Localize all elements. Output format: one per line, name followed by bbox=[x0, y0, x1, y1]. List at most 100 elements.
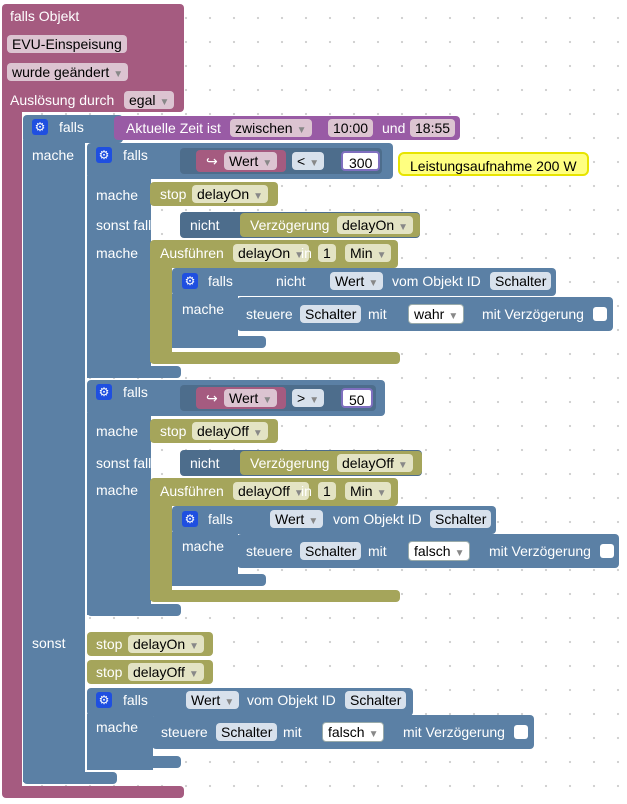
run-amount-field[interactable]: 1 bbox=[318, 482, 336, 500]
if-high-spine bbox=[87, 176, 151, 378]
elseif-high-label: sonst falls bbox=[96, 217, 159, 233]
set-value-dropdown[interactable]: wahr▼ bbox=[408, 304, 465, 324]
gear-icon[interactable]: ⚙ bbox=[96, 384, 112, 400]
set-object-field[interactable]: Schalter bbox=[300, 542, 362, 560]
trigger-type-dropdown[interactable]: egal▼ bbox=[124, 91, 175, 109]
stop-timer-dropdown[interactable]: delayOff▼ bbox=[128, 663, 204, 681]
inner-if-low-label: falls bbox=[208, 511, 233, 527]
gear-icon[interactable]: ⚙ bbox=[96, 147, 112, 163]
dropdown-arrow-icon: ▼ bbox=[376, 488, 387, 499]
else-if-footer bbox=[87, 756, 181, 768]
dropdown-arrow-icon: ▼ bbox=[189, 641, 200, 652]
operator-high-dropdown[interactable]: <▼ bbox=[292, 152, 325, 170]
inner-if-high-label: falls bbox=[208, 273, 233, 289]
inner-object-field[interactable]: Schalter bbox=[490, 272, 552, 290]
dropdown-arrow-icon: ▼ bbox=[448, 311, 459, 322]
dropdown-arrow-icon: ▼ bbox=[224, 697, 235, 708]
inner-value-dropdown[interactable]: Wert▼ bbox=[330, 272, 384, 290]
dropdown-arrow-icon: ▼ bbox=[294, 250, 305, 261]
checkbox-icon[interactable] bbox=[593, 307, 607, 321]
stop-label: stop bbox=[96, 664, 123, 680]
gear-icon[interactable]: ⚙ bbox=[182, 511, 198, 527]
run-after-footer-low bbox=[150, 590, 400, 602]
not-label: nicht bbox=[190, 455, 220, 471]
value-high-dropdown[interactable]: Wert▼ bbox=[224, 152, 278, 170]
checkbox-icon[interactable] bbox=[600, 544, 614, 558]
set-object-field[interactable]: Schalter bbox=[216, 723, 278, 741]
trigger-block-body bbox=[2, 100, 22, 796]
trigger-condition-dropdown[interactable]: wurde geändert▼ bbox=[7, 63, 129, 81]
run-label: Ausführen bbox=[160, 483, 224, 499]
if-low-spine bbox=[87, 413, 151, 615]
trigger-title: falls Objekt bbox=[10, 8, 80, 24]
stop-timer-value: delayOn bbox=[133, 636, 186, 652]
stop-timer-dropdown[interactable]: delayOn▼ bbox=[128, 635, 205, 653]
time-and-label: und bbox=[382, 120, 406, 136]
gear-icon[interactable]: ⚙ bbox=[96, 692, 112, 708]
if-high-footer bbox=[87, 366, 181, 378]
with-label: mit bbox=[368, 306, 387, 322]
else-do-label: mache bbox=[96, 719, 139, 735]
operator-low-dropdown[interactable]: >▼ bbox=[292, 389, 325, 407]
delay-timer-dropdown[interactable]: delayOff▼ bbox=[337, 454, 413, 472]
dropdown-arrow-icon: ▼ bbox=[188, 669, 199, 680]
time-to-field[interactable]: 18:55 bbox=[410, 119, 456, 137]
dropdown-arrow-icon: ▼ bbox=[397, 460, 408, 471]
stop-timer-value: delayOff bbox=[197, 423, 249, 439]
set-label: steuere bbox=[161, 724, 208, 740]
dropdown-arrow-icon: ▼ bbox=[113, 69, 124, 80]
stop-timer-dropdown[interactable]: delayOff▼ bbox=[192, 422, 268, 440]
if-low-label: falls bbox=[123, 384, 148, 400]
dropdown-arrow-icon: ▼ bbox=[308, 516, 319, 527]
if-low-do-label: mache bbox=[96, 423, 139, 439]
set-object-field[interactable]: Schalter bbox=[300, 305, 362, 323]
if-high-do2-label: mache bbox=[96, 245, 139, 261]
return-arrow-icon: ↪ bbox=[206, 390, 218, 406]
else-object-field[interactable]: Schalter bbox=[345, 691, 407, 709]
inner-value-label: Wert bbox=[335, 273, 365, 289]
else-value-label: Wert bbox=[191, 692, 221, 708]
time-mode-dropdown[interactable]: zwischen▼ bbox=[230, 119, 312, 137]
if-high-do-label: mache bbox=[96, 187, 139, 203]
set-value-label: falsch bbox=[328, 724, 365, 740]
stop-timer-dropdown[interactable]: delayOn▼ bbox=[192, 185, 269, 203]
run-unit-dropdown[interactable]: Min▼ bbox=[345, 482, 392, 500]
run-timer-dropdown[interactable]: delayOn▼ bbox=[233, 244, 310, 262]
delay-timer-dropdown[interactable]: delayOn▼ bbox=[337, 216, 414, 234]
value-low-label: Wert bbox=[229, 390, 259, 406]
set-value-dropdown[interactable]: falsch▼ bbox=[322, 722, 385, 742]
set-label: steuere bbox=[246, 543, 293, 559]
threshold-high-field[interactable]: 300 bbox=[341, 151, 381, 171]
trigger-block-footer bbox=[2, 786, 184, 798]
run-unit-dropdown[interactable]: Min▼ bbox=[345, 244, 392, 262]
elseif-low-label: sonst falls bbox=[96, 455, 159, 471]
gear-icon[interactable]: ⚙ bbox=[32, 119, 48, 135]
time-from-field[interactable]: 10:00 bbox=[328, 119, 374, 137]
value-low-dropdown[interactable]: Wert▼ bbox=[224, 389, 278, 407]
trigger-object-field[interactable]: EVU-Einspeisung bbox=[7, 35, 127, 53]
stop-label: stop bbox=[96, 636, 123, 652]
run-label: Ausführen bbox=[160, 245, 224, 261]
delay-flag-label: mit Verzögerung bbox=[403, 724, 505, 740]
set-label: steuere bbox=[246, 306, 293, 322]
run-timer-dropdown[interactable]: delayOff▼ bbox=[233, 482, 309, 500]
set-value-label: wahr bbox=[414, 306, 445, 322]
inner-value-dropdown[interactable]: Wert▼ bbox=[270, 510, 324, 528]
operator-high-value: < bbox=[297, 153, 306, 169]
comment-bubble[interactable]: Leistungsaufnahme 200 W bbox=[398, 152, 589, 176]
inner-if-low-footer bbox=[172, 574, 266, 586]
outer-if-spine bbox=[23, 140, 85, 782]
threshold-low-field[interactable]: 50 bbox=[341, 388, 373, 408]
set-value-dropdown[interactable]: falsch▼ bbox=[408, 541, 471, 561]
dropdown-arrow-icon: ▼ bbox=[252, 428, 263, 439]
else-value-dropdown[interactable]: Wert▼ bbox=[186, 691, 240, 709]
if-low-do2-label: mache bbox=[96, 482, 139, 498]
dropdown-arrow-icon: ▼ bbox=[398, 222, 409, 233]
run-amount-field[interactable]: 1 bbox=[318, 244, 336, 262]
dropdown-arrow-icon: ▼ bbox=[454, 548, 465, 559]
inner-object-field[interactable]: Schalter bbox=[430, 510, 492, 528]
gear-icon[interactable]: ⚙ bbox=[182, 273, 198, 289]
delay-label: Verzögerung bbox=[250, 217, 330, 233]
value-high-label: Wert bbox=[229, 153, 259, 169]
checkbox-icon[interactable] bbox=[514, 725, 528, 739]
